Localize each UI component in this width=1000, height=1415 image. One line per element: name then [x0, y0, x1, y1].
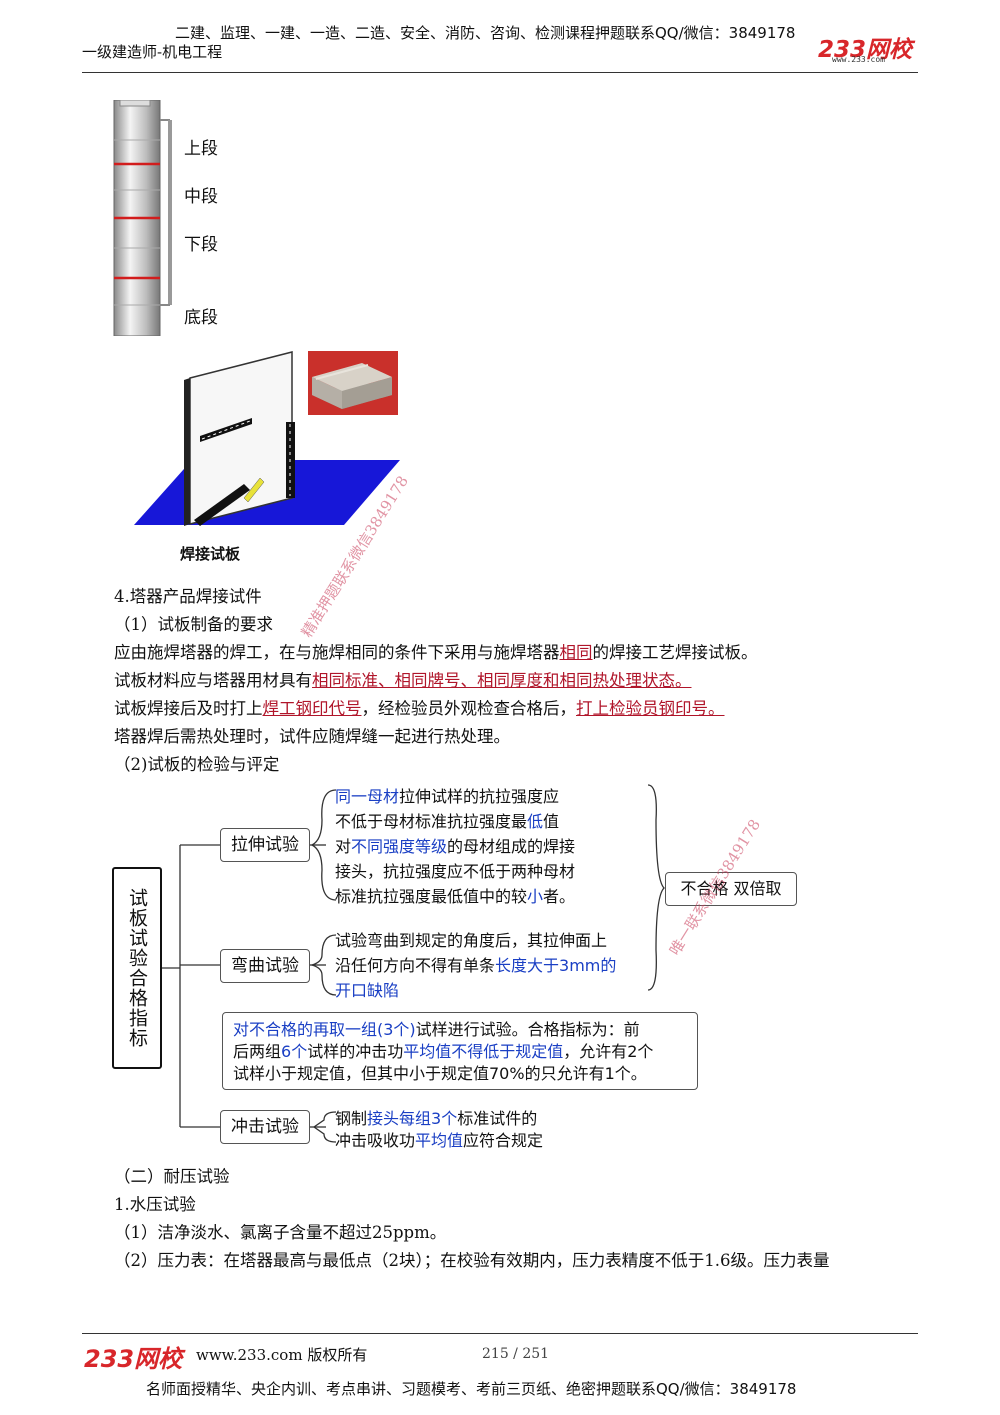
subheading-prep: （1）试板制备的要求 [114, 615, 273, 634]
paragraph-3: 试板焊接后及时打上焊工钢印代号，经检验员外观检查合格后，打上检验员钢印号。 [114, 699, 725, 718]
mindmap-root: 试板试验合格指标 [112, 867, 162, 1069]
highlight-welder-stamp: 焊工钢印代号 [262, 699, 362, 718]
paragraph-2: 试板材料应与塔器用材具有相同标准、相同牌号、相同厚度和相同热处理状态。 [114, 671, 692, 690]
retest-criteria-box: 对不合格的再取一组(3个)试样进行试验。合格指标为：前 后两组6个试样的冲击功平… [222, 1012, 698, 1090]
paragraph-gauge: （2）压力表：在塔器最高与最低点（2块）；在校验有效期内，压力表精度不低于1.6… [114, 1251, 830, 1270]
node-tensile-test: 拉伸试验 [220, 828, 310, 862]
heading-hydro-test: 1.水压试验 [114, 1195, 196, 1214]
node-fail-double-sample: 不合格 双倍取 [665, 872, 797, 906]
document-subject: 一级建造师-机电工程 [82, 43, 223, 61]
footer-promo: 名师面授精华、央企内训、考点串讲、习题模考、考前三页纸、绝密押题联系QQ/微信：… [146, 1380, 797, 1398]
highlight-material: 相同标准、相同牌号、相同厚度和相同热处理状态。 [312, 671, 692, 690]
node-bend-test: 弯曲试验 [220, 949, 310, 983]
paragraph-water: （1）洁净淡水、氯离子含量不超过25ppm。 [114, 1223, 447, 1242]
tower-label-middle: 中段 [184, 187, 218, 207]
header-promo: 二建、监理、一建、一造、二造、安全、消防、咨询、检测课程押题联系QQ/微信：38… [175, 24, 796, 42]
footer-site: www.233.com 版权所有 [196, 1346, 368, 1364]
highlight-inspector-stamp: 打上检验员钢印号。 [576, 699, 725, 718]
paragraph-4: 塔器焊后需热处理时，试件应随焊缝一起进行热处理。 [114, 727, 510, 746]
section-heading-pressure-test: （二）耐压试验 [114, 1167, 230, 1186]
weld-sample-photo [308, 351, 398, 415]
paragraph-1: 应由施焊塔器的焊工，在与施焊相同的条件下采用与施焊塔器相同的焊接工艺焊接试板。 [114, 643, 758, 662]
header-divider [82, 72, 918, 73]
weld-plate-figure [134, 351, 400, 526]
section-heading-4: 4.塔器产品焊接试件 [114, 587, 262, 606]
footer-logo: 233网校 [84, 1345, 183, 1373]
page-number: 215 / 251 [482, 1346, 550, 1362]
brand-logo: 233网校 [818, 37, 913, 63]
subheading-inspection: （2)试板的检验与评定 [114, 755, 280, 774]
tower-label-lower: 下段 [184, 235, 218, 255]
footer-divider [82, 1333, 918, 1334]
tower-label-upper: 上段 [184, 139, 218, 159]
impact-criteria-text: 钢制接头每组3个标准试件的 冲击吸收功平均值应符合规定 [335, 1109, 544, 1150]
highlight-same: 相同 [559, 643, 593, 662]
brand-logo-url: www.233.com [832, 55, 885, 64]
figure-caption: 焊接试板 [180, 545, 241, 563]
node-impact-test: 冲击试验 [220, 1110, 310, 1144]
tower-label-bottom: 底段 [184, 308, 218, 328]
bend-criteria-text: 试验弯曲到规定的角度后，其拉伸面上 沿任何方向不得有单条长度大于3mm的 开口缺… [335, 931, 617, 1000]
tower-figure [113, 100, 172, 336]
tensile-criteria-text: 同一母材拉伸试样的抗拉强度应 不低于母材标准抗拉强度最低值 对不同强度等级的母材… [335, 787, 576, 906]
